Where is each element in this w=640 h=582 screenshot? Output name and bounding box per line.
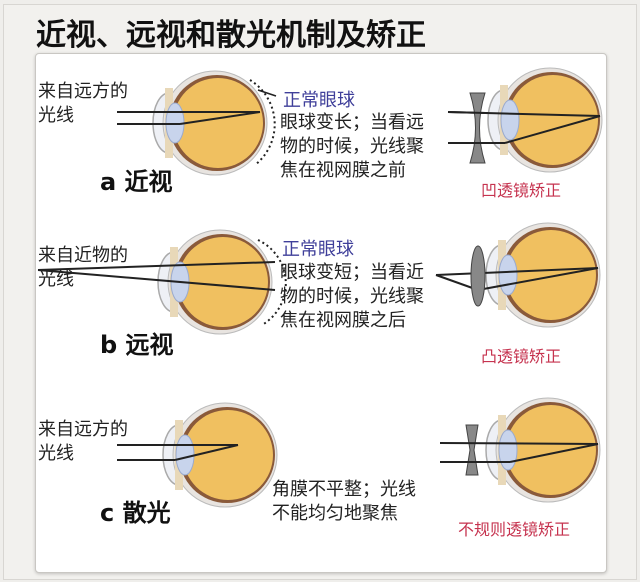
label-astigmatism: c 散光 (100, 499, 171, 527)
light-rays-b (37, 261, 276, 291)
label-hyperopia: b 远视 (100, 331, 174, 359)
correction-c: 不规则透镜矫正 (458, 520, 571, 539)
source-label-b: 来自近物的光线 (38, 245, 128, 290)
retina-normal-dotted (257, 239, 287, 326)
page-title: 近视、远视和散光机制及矫正 (36, 18, 426, 53)
source-label-c: 来自远方的光线 (38, 419, 128, 464)
description-b: 眼球变短；当看近物的时候，光线聚焦在视网膜之后 (280, 262, 424, 331)
light-rays-c (117, 444, 239, 461)
description-c: 角膜不平整；光线不能均匀地聚焦 (272, 479, 416, 524)
label-myopia: a 近视 (100, 168, 173, 196)
description-a: 眼球变长；当看远物的时候，光线聚焦在视网膜之前 (280, 112, 424, 181)
normal-eye-label-a: 正常眼球 (283, 90, 355, 111)
retina-normal-dotted (249, 79, 276, 166)
eye-hyperopia-corrected (485, 222, 601, 328)
eye-astigmatism (162, 402, 278, 508)
correction-a: 凹透镜矫正 (481, 181, 562, 200)
concave-lens (469, 92, 486, 164)
correction-b: 凸透镜矫正 (481, 347, 562, 366)
convex-lens (470, 245, 486, 307)
source-label-a: 来自远方的光线 (38, 81, 128, 126)
normal-eye-label-b: 正常眼球 (282, 239, 354, 260)
eye-astigmatism-corrected (485, 397, 601, 503)
irregular-lens (465, 424, 479, 476)
